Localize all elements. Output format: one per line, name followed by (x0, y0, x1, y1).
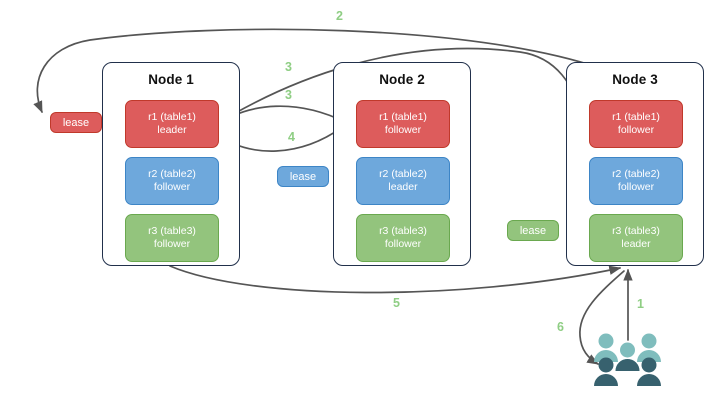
edge-5-path (169, 265, 622, 294)
node-card-node3: Node 3 r1 (table1) follower r2 (table2) … (566, 62, 704, 266)
replica-role: leader (157, 124, 187, 136)
edge-label-3b: 3 (285, 88, 292, 102)
replica-name: r1 (table1) (379, 111, 427, 123)
edge-label-3a: 3 (285, 60, 292, 74)
node-card-node1: Node 1 r1 (table1) leader r2 (table2) fo… (102, 62, 240, 266)
lease-chip-r2: lease (277, 166, 329, 187)
node-title: Node 2 (379, 72, 425, 87)
replica-chip-r3: r3 (table3) leader (589, 214, 683, 262)
node-card-node2: Node 2 r1 (table1) follower r2 (table2) … (333, 62, 471, 266)
replica-role: follower (617, 124, 655, 136)
replica-name: r2 (table2) (379, 168, 427, 180)
edge-label-6: 6 (557, 320, 564, 334)
lease-chip-r3: lease (507, 220, 559, 241)
replica-role: follower (617, 181, 655, 193)
replica-role: leader (388, 181, 418, 193)
edge-label-2: 2 (336, 9, 343, 23)
replica-chip-r2: r2 (table2) follower (125, 157, 219, 205)
replica-name: r3 (table3) (612, 225, 660, 237)
replica-role: leader (621, 238, 651, 250)
replica-name: r1 (table1) (612, 111, 660, 123)
replica-name: r3 (table3) (379, 225, 427, 237)
lease-chip-r1: lease (50, 112, 102, 133)
replica-name: r3 (table3) (148, 225, 196, 237)
replica-role: follower (153, 238, 191, 250)
replica-chip-r1: r1 (table1) follower (356, 100, 450, 148)
replica-name: r2 (table2) (612, 168, 660, 180)
replica-chip-r2: r2 (table2) leader (356, 157, 450, 205)
replica-chip-r1: r1 (table1) follower (589, 100, 683, 148)
replica-role: follower (384, 238, 422, 250)
replica-chip-r2: r2 (table2) follower (589, 157, 683, 205)
edge-label-5: 5 (393, 296, 400, 310)
node-title: Node 1 (148, 72, 194, 87)
edge-label-4: 4 (288, 130, 295, 144)
replica-name: r1 (table1) (148, 111, 196, 123)
replica-name: r2 (table2) (148, 168, 196, 180)
node-title: Node 3 (612, 72, 658, 87)
users-group-icon (594, 333, 661, 386)
replica-role: follower (153, 181, 191, 193)
replica-chip-r1: r1 (table1) leader (125, 100, 219, 148)
replica-role: follower (384, 124, 422, 136)
edge-label-1: 1 (637, 297, 644, 311)
replica-chip-r3: r3 (table3) follower (125, 214, 219, 262)
replica-chip-r3: r3 (table3) follower (356, 214, 450, 262)
